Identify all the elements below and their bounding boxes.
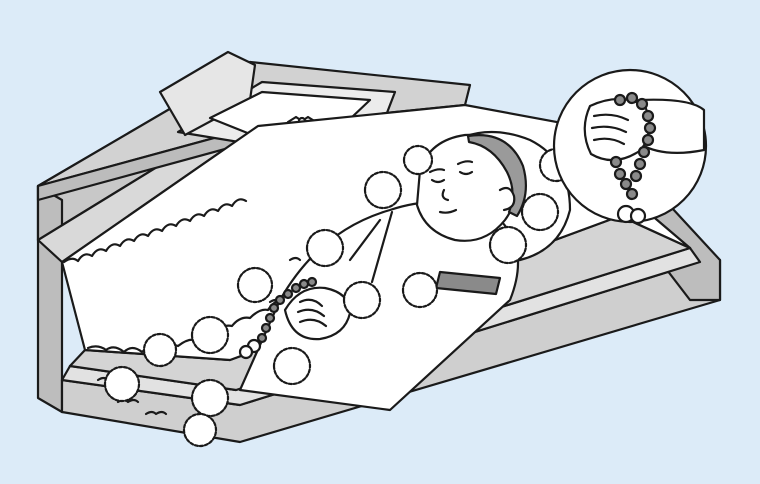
flower-icon bbox=[488, 225, 528, 265]
flower-icon bbox=[401, 271, 439, 309]
flower-icon bbox=[142, 332, 178, 368]
hand-icon bbox=[283, 286, 352, 341]
prayer-beads-inset bbox=[552, 68, 708, 225]
flower-icon bbox=[103, 365, 141, 403]
flower-icon bbox=[190, 378, 230, 418]
flower-icon bbox=[182, 412, 218, 448]
flower-icon bbox=[520, 192, 560, 232]
prayer-beads-icon bbox=[238, 276, 318, 360]
flowers bbox=[103, 144, 574, 448]
prayer-beads-icon bbox=[609, 91, 657, 225]
flower-icon bbox=[305, 228, 345, 268]
flower-icon bbox=[190, 315, 230, 355]
flower-icon bbox=[402, 144, 434, 176]
flower-icon bbox=[363, 170, 403, 210]
flower-icon bbox=[236, 266, 274, 304]
flower-icon bbox=[272, 346, 312, 386]
flower-icon bbox=[342, 280, 382, 320]
